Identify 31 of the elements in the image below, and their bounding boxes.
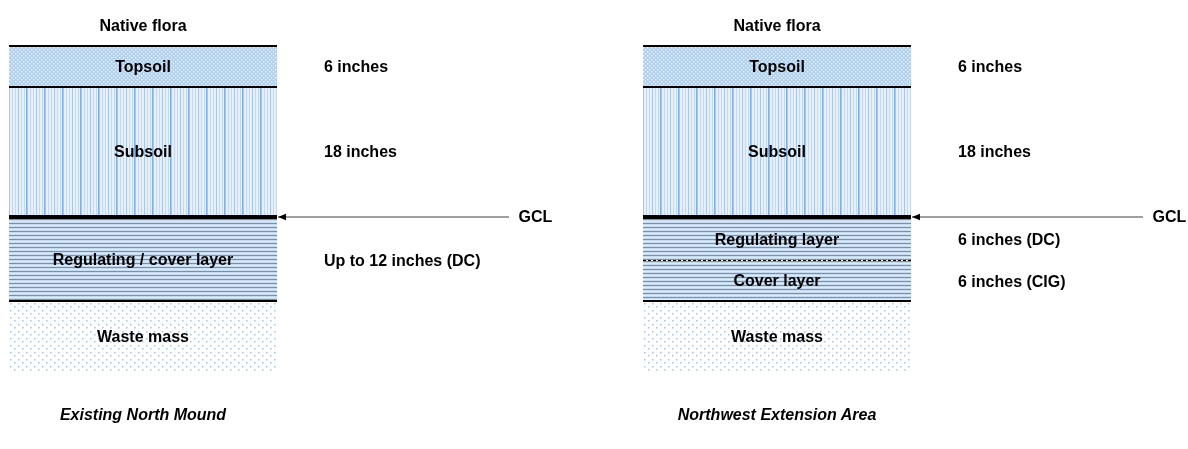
- thickness-label: 6 inches (CIG): [958, 272, 1066, 291]
- layer-name: Topsoil: [749, 57, 805, 76]
- layer-name: Regulating layer: [714, 230, 840, 249]
- topsoil-layer: [643, 45, 911, 88]
- thickness-label: 6 inches (DC): [958, 231, 1061, 249]
- clay-layer: [643, 219, 911, 261]
- surface-label: Native flora: [98, 16, 188, 36]
- liner-label: GCL: [518, 208, 553, 226]
- section-caption: Northwest Extension Area: [676, 405, 878, 425]
- layer-name: Regulating / cover layer: [52, 250, 234, 269]
- arrow: [277, 213, 510, 221]
- section-caption: Existing North Mound: [58, 405, 228, 425]
- thickness-label: Up to 12 inches (DC): [324, 251, 481, 270]
- thickness-label: 18 inches: [958, 142, 1031, 161]
- arrow: [911, 213, 1144, 221]
- layer-name: Topsoil: [115, 57, 171, 76]
- layer-name: Subsoil: [114, 142, 172, 161]
- clay-layer: [643, 261, 911, 302]
- thickness-label: 18 inches: [324, 142, 397, 161]
- subsoil-layer: [9, 88, 277, 215]
- thickness-label: 6 inches: [324, 57, 389, 76]
- layer-name: Cover layer: [733, 271, 821, 290]
- thickness-label: 6 inches: [958, 57, 1023, 76]
- subsoil-layer: [643, 88, 911, 215]
- layer-name: Waste mass: [97, 328, 189, 346]
- layer-name: Subsoil: [748, 142, 806, 161]
- surface-label: Native flora: [732, 16, 822, 36]
- topsoil-layer: [9, 45, 277, 88]
- layer-name: Waste mass: [731, 328, 823, 346]
- clay-layer: [9, 219, 277, 302]
- liner-label: GCL: [1152, 208, 1187, 226]
